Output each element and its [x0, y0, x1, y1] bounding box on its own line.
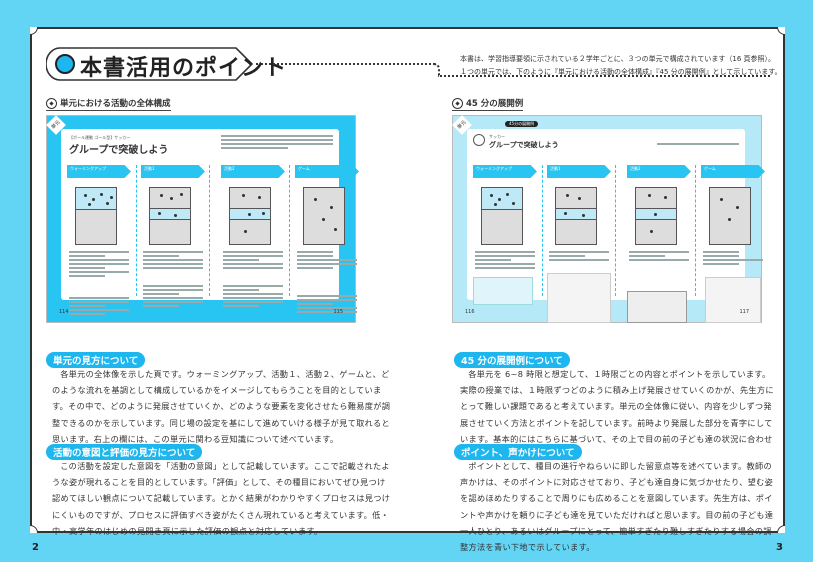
thumbnail-column: ゲーム	[701, 165, 765, 323]
thumbnail-column: 活動2	[627, 165, 691, 323]
title-dot-icon	[55, 54, 75, 74]
thumbnail-page: 【ボール運動 ゴール型】サッカー グループで突破しよう ウォーミングアップ 活動…	[61, 129, 359, 315]
court-diagram	[555, 187, 597, 245]
intro-line: 本書は、学習指導要領に示されている２学年ごとに、３つの単元で構成されています（1…	[460, 55, 776, 63]
court-diagram	[635, 187, 677, 245]
dotted-connector	[434, 63, 440, 77]
section-label: 45 分の展開例について	[454, 352, 570, 368]
thumbnail-column: 活動1	[547, 165, 611, 323]
right-subheading: 45 分の展開例	[452, 97, 524, 111]
section-body: 各単元の全体像を示した頁です。ウォーミングアップ、活動１、活動２、ゲームと、どの…	[52, 369, 391, 444]
thumbnail-title: グループで突破しよう	[489, 141, 559, 149]
clock-icon	[473, 134, 485, 146]
thumbnail-page-number: 114	[59, 309, 69, 315]
column-note	[627, 291, 687, 323]
section-label: 単元の見方について	[46, 352, 146, 368]
lesson-plan-badge: 45分の展開例	[505, 121, 539, 127]
dotted-connector	[256, 63, 435, 65]
court-diagram	[303, 187, 345, 245]
column-divider	[542, 165, 543, 296]
column-header: 活動2	[627, 165, 691, 178]
column-header: ゲーム	[295, 165, 359, 178]
intro-text: 本書は、学習指導要領に示されている２学年ごとに、３つの単元で構成されています（1…	[460, 53, 790, 79]
frame-corner	[30, 525, 38, 533]
page-title-tag: 本書活用のポイント	[46, 47, 286, 81]
frame-corner	[30, 27, 38, 35]
left-subheading-label: 単元における活動の全体構成	[60, 99, 171, 109]
thumbnail-page-number: 116	[465, 309, 475, 315]
column-header: 活動1	[547, 165, 611, 178]
court-diagram	[709, 187, 751, 245]
thumbnail-column: ウォーミングアップ	[473, 165, 537, 305]
children-illustration	[705, 277, 761, 323]
intro-line: １つの単元では、下のように『単元における活動の全体構成』『45 分の展開例』とし…	[460, 68, 782, 76]
page-number-left: 2	[32, 542, 39, 553]
column-divider	[136, 165, 137, 296]
adjustment-note	[473, 277, 533, 305]
page-title: 本書活用のポイント	[80, 56, 288, 81]
court-diagram	[229, 187, 271, 245]
page-number-right: 3	[776, 542, 783, 553]
thumbnail-column: 活動1	[141, 165, 205, 307]
thumbnail-page-number: 117	[739, 309, 749, 315]
column-header: 活動2	[221, 165, 285, 178]
left-thumbnail: 単元01 【ボール運動 ゴール型】サッカー グループで突破しよう ウォーミングア…	[46, 115, 359, 323]
court-diagram	[481, 187, 523, 245]
frame-corner	[777, 525, 785, 533]
column-divider	[615, 165, 616, 296]
column-divider	[695, 165, 696, 296]
thumbnail-caption: 【ボール運動 ゴール型】サッカー	[69, 135, 131, 140]
left-subheading: 単元における活動の全体構成	[46, 97, 171, 111]
thumbnail-title: グループで突破しよう	[69, 145, 169, 156]
section-body: この活動を設定した意図を「活動の意図」として記載しています。ここで記載されたよう…	[52, 461, 391, 536]
right-thumbnail: 単元01 45分の展開例 サッカー グループで突破しよう ウォーミングアップ 活…	[452, 115, 765, 323]
court-diagram	[149, 187, 191, 245]
section-body: ポイントとして、種目の進行やねらいに即した留意点等を述べています。教師の声かけは…	[460, 461, 774, 553]
title-tag-shape	[46, 47, 254, 81]
thumbnail-note	[221, 135, 333, 151]
column-header: 活動1	[141, 165, 205, 178]
thumbnail-page-number: 115	[333, 309, 343, 315]
right-subheading-label: 45 分の展開例	[466, 99, 524, 109]
section-label: ポイント、声かけについて	[454, 444, 582, 460]
thumbnail-caption: サッカー	[489, 134, 505, 139]
section-label: 活動の意図と評価の見方について	[46, 444, 203, 460]
book-spread: 本書活用のポイント 本書は、学習指導要領に示されている２学年ごとに、３つの単元で…	[30, 27, 785, 552]
soccer-ball-icon	[452, 97, 463, 109]
column-header: ウォーミングアップ	[473, 165, 537, 178]
frame-corner	[777, 27, 785, 35]
dotted-connector	[440, 75, 770, 77]
children-illustration	[547, 273, 611, 323]
court-diagram	[75, 187, 117, 245]
column-header: ゲーム	[701, 165, 765, 178]
thumbnail-page: サッカー グループで突破しよう ウォーミングアップ 活動1	[467, 129, 765, 323]
column-header: ウォーミングアップ	[67, 165, 131, 178]
thumbnail-column: 活動2	[221, 165, 285, 307]
column-divider	[209, 165, 210, 296]
soccer-ball-icon	[46, 97, 57, 109]
thumbnail-column: ウォーミングアップ	[67, 165, 131, 315]
thumbnail-column: ゲーム	[295, 165, 359, 313]
column-divider	[289, 165, 290, 296]
